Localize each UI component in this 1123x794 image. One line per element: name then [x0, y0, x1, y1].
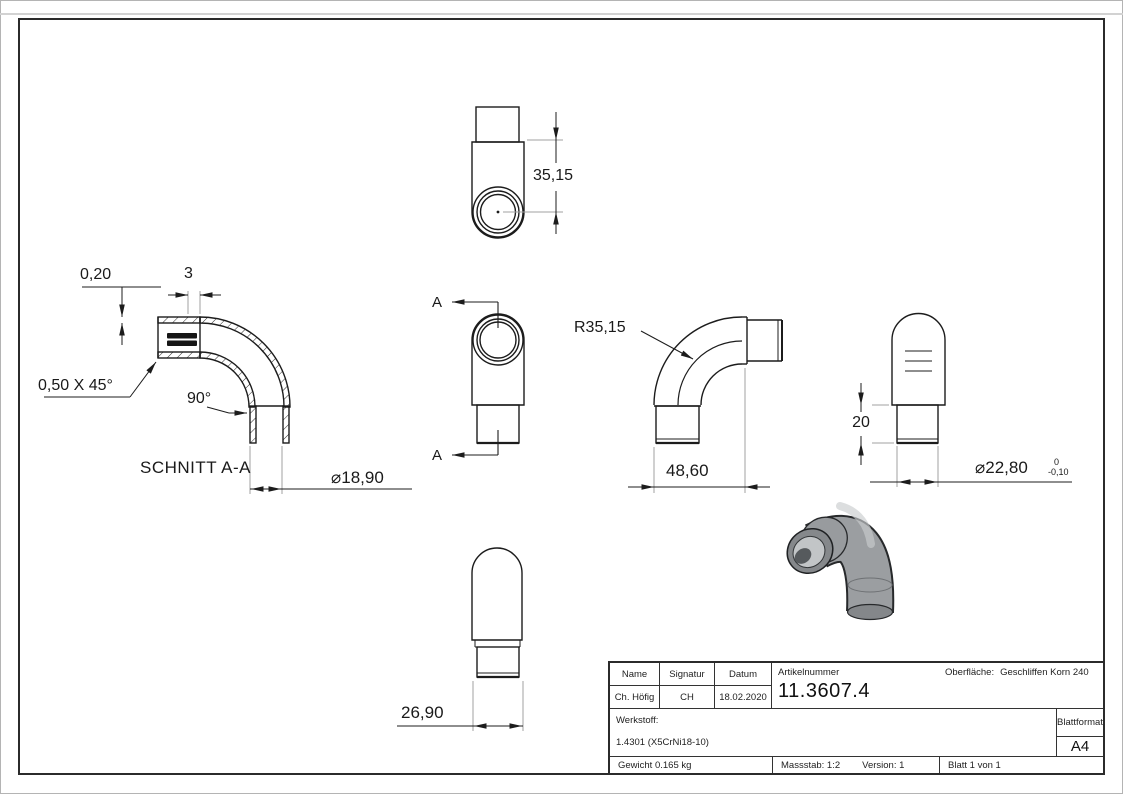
title-block: Name Signatur Datum Ch. Höfig CH 18.02.2… — [608, 661, 1105, 775]
titleblock-name-value: Ch. Höfig — [610, 686, 660, 709]
dim-overall-length: 48,60 — [666, 461, 709, 480]
dim-angle: 90° — [187, 390, 212, 407]
product-3d-preview — [786, 502, 895, 621]
drawing-frame — [18, 18, 1105, 775]
section-cut-line — [452, 299, 499, 458]
tolerance-lower: -0,10 — [1048, 467, 1069, 477]
titleblock-datum-value: 18.02.2020 — [715, 686, 772, 709]
sheet-count-cell: Blatt 1 von 1 — [948, 759, 1001, 771]
material-label: Werkstoff: — [616, 715, 659, 726]
laser-marking — [167, 340, 197, 346]
surface-finish: Oberfläche: Geschliffen Korn 240 — [945, 667, 1095, 678]
version-value: Version: 1 — [862, 759, 905, 771]
sheet-format-value: A4 — [1057, 737, 1103, 757]
material-value: 1.4301 (X5CrNi18-10) — [616, 737, 709, 748]
section-dimension-lines — [44, 286, 412, 494]
titleblock-signatur-value: CH — [660, 686, 715, 709]
titleblock-material-cell: Werkstoff: 1.4301 (X5CrNi18-10) — [610, 709, 1057, 757]
dim-top-height: 35,15 — [533, 167, 574, 184]
dim-bend-radius: R35,15 — [574, 319, 626, 336]
titleblock-article-cell: Artikelnummer 11.3607.4 Oberfläche: Gesch… — [772, 663, 1103, 709]
view-right — [858, 312, 1072, 487]
surface-label: Oberfläche: — [945, 667, 995, 678]
article-number: 11.3607.4 — [778, 680, 870, 702]
sheet-format-label: Blattformat — [1057, 709, 1103, 737]
dim-stub: 3 — [184, 265, 193, 282]
view-bottom — [397, 547, 524, 731]
view-section — [44, 286, 412, 494]
elbow-dimension-lines — [628, 330, 770, 493]
dim-recess: 0,20 — [80, 266, 112, 283]
section-mark-top: A — [432, 294, 443, 311]
sheet-top-edge — [0, 13, 1123, 15]
titleblock-name-header: Name — [610, 663, 660, 686]
section-view-title: SCHNITT A-A — [140, 458, 251, 477]
titleblock-signatur-header: Signatur — [660, 663, 715, 686]
weight-cell: Gewicht 0.165 kg — [610, 757, 773, 773]
article-number-label: Artikelnummer — [778, 667, 840, 678]
dim-inner-diameter: ⌀18,90 — [331, 468, 384, 487]
dim-outer-diameter: ⌀22,80 — [975, 458, 1028, 477]
scale-value: Massstab: 1:2 — [781, 759, 841, 771]
dim-bottom-width: 26,90 — [401, 703, 444, 722]
surface-value: Geschliffen Korn 240 — [1000, 667, 1089, 678]
titleblock-datum-header: Datum — [715, 663, 772, 686]
view-top — [471, 106, 563, 239]
tolerance-upper: 0 — [1054, 457, 1060, 467]
right-dimension-lines — [858, 383, 1072, 487]
bottom-dimension-lines — [397, 681, 524, 731]
section-mark-bottom: A — [432, 447, 443, 464]
scale-cell: Massstab: 1:2 Version: 1 — [773, 757, 940, 773]
dim-end-length: 20 — [852, 414, 870, 431]
view-front — [452, 299, 525, 458]
laser-marking — [167, 333, 197, 339]
dim-tolerance: 0 -0,10 — [1048, 457, 1069, 477]
dim-chamfer: 0,50 X 45° — [38, 377, 113, 394]
view-elbow — [628, 316, 783, 493]
bend-tangent-lines — [905, 350, 932, 372]
